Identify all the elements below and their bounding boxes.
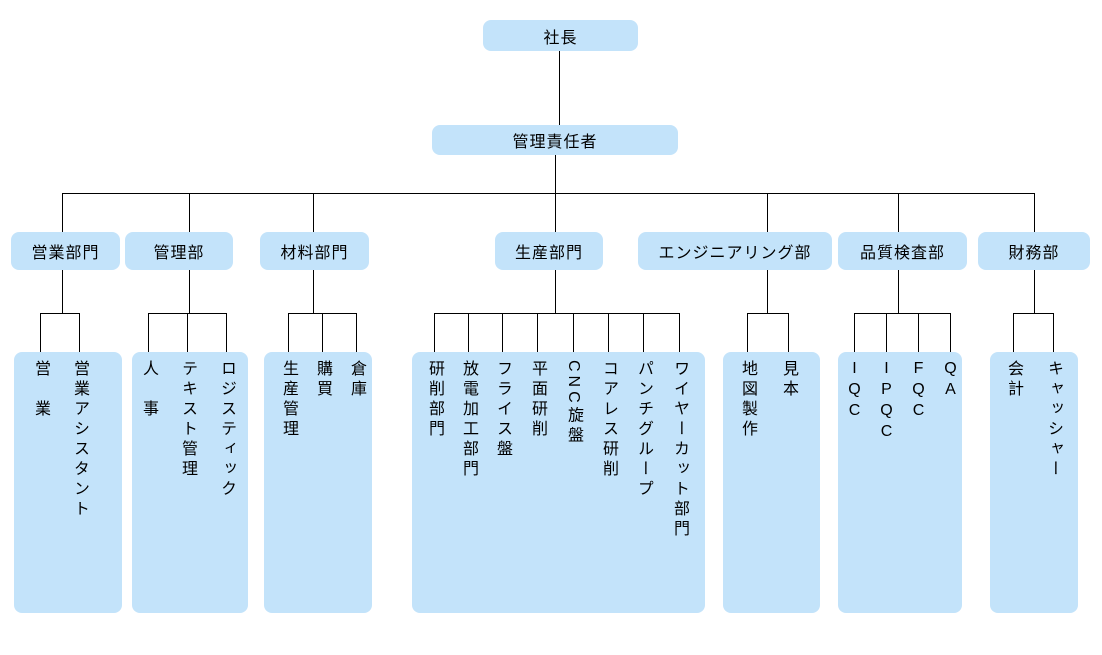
member-label: 会計 <box>1005 360 1022 400</box>
department-members-box <box>990 352 1078 613</box>
department-label: 財務部 <box>1008 245 1060 262</box>
member-label: FQC <box>910 360 927 423</box>
member-label: 購買 <box>314 360 331 400</box>
member-label: 営業アシスタント <box>71 360 88 520</box>
member-label: 見本 <box>780 360 797 400</box>
department-box: エンジニアリング部 <box>638 232 832 270</box>
manager-label: 管理責任者 <box>512 134 598 151</box>
department-box: 財務部 <box>978 232 1090 270</box>
department-members-box <box>838 352 962 613</box>
president-label: 社長 <box>543 29 578 47</box>
department-members-box <box>723 352 820 613</box>
department-box: 品質検査部 <box>838 232 967 270</box>
member-label: キャッシャー <box>1045 360 1062 480</box>
department-box: 材料部門 <box>260 232 369 270</box>
member-label: 人 事 <box>140 360 157 420</box>
member-label: 営 業 <box>32 360 49 420</box>
department-box: 生産部門 <box>495 232 603 270</box>
department-label: エンジニアリング部 <box>658 245 812 262</box>
member-label: 地図製作 <box>739 360 756 440</box>
manager-box: 管理責任者 <box>432 125 678 155</box>
department-members-box <box>264 352 372 613</box>
department-box: 管理部 <box>125 232 233 270</box>
member-label: CNC旋盤 <box>565 360 582 447</box>
department-members-box <box>412 352 705 613</box>
member-label: テキスト管理 <box>179 360 196 480</box>
department-label: 営業部門 <box>31 245 100 262</box>
member-label: フライス盤 <box>494 360 511 460</box>
member-label: IQC <box>846 360 863 423</box>
member-label: 生産管理 <box>280 360 297 440</box>
member-label: IPQC <box>878 360 895 444</box>
member-label: コアレス研削 <box>600 360 617 480</box>
member-label: 研削部門 <box>426 360 443 440</box>
member-label: 倉庫 <box>348 360 365 400</box>
department-label: 管理部 <box>153 245 205 262</box>
president-box: 社長 <box>483 20 638 51</box>
department-members-box <box>132 352 248 613</box>
member-label: 放電加工部門 <box>460 360 477 480</box>
member-label: 平面研削 <box>529 360 546 440</box>
member-label: ロジスティック <box>218 360 235 500</box>
department-label: 生産部門 <box>514 245 583 262</box>
member-label: ワイヤーカット部門 <box>671 360 688 540</box>
department-label: 材料部門 <box>280 245 349 262</box>
department-label: 品質検査部 <box>859 245 945 262</box>
department-box: 営業部門 <box>11 232 120 270</box>
department-members-box <box>14 352 122 613</box>
member-label: QA <box>942 360 959 402</box>
member-label: パンチグループ <box>635 360 652 500</box>
